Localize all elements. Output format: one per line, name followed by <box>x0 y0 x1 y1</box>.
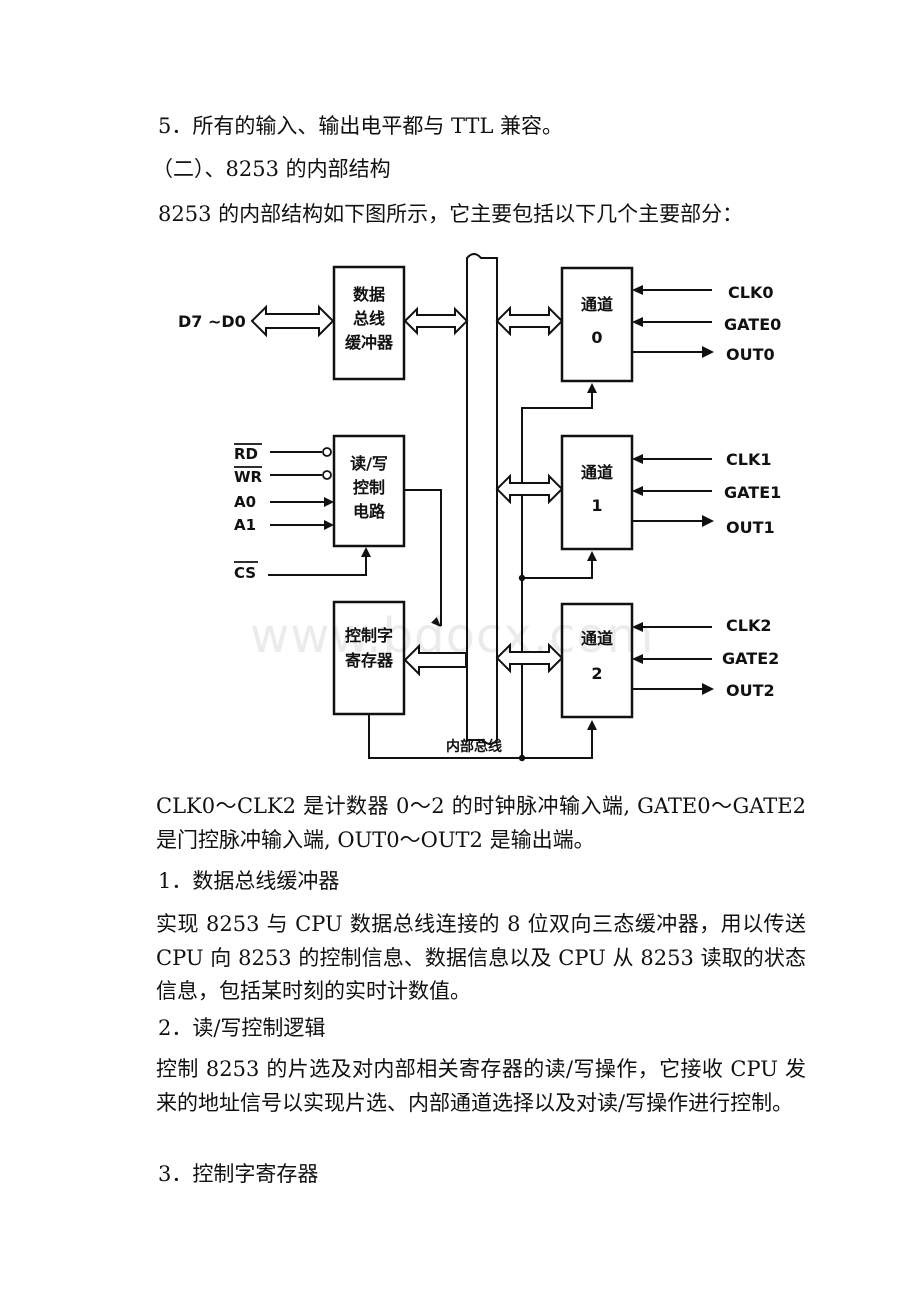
intro-text: 8253 的内部结构如下图所示，它主要包括以下几个主要部分： <box>158 202 744 226</box>
clk-description: CLK0～CLK2 是计数器 0～2 的时钟脉冲输入端, GATE0～GATE2… <box>156 794 806 852</box>
d-bus-double-arrow <box>250 304 335 338</box>
a0-label: A0 <box>234 493 256 511</box>
rd-label: RD <box>234 445 258 463</box>
data-bus-buffer-box <box>332 265 406 381</box>
buffer-bus-double-arrow <box>403 306 469 336</box>
channel-1-name: 通道 <box>581 463 613 482</box>
internal-bus <box>466 253 498 745</box>
data-bus-label: D7 ~D0 <box>178 312 246 331</box>
bus-label: 内部总线 <box>446 738 502 755</box>
channel-2-box <box>560 602 634 719</box>
rw-label-2: 控制 <box>353 478 385 497</box>
gate1-label: GATE1 <box>724 483 781 502</box>
wr-label: WR <box>234 468 263 486</box>
channel-0-num: 0 <box>591 328 602 347</box>
out1-label: OUT1 <box>726 518 775 537</box>
channel-0-name: 通道 <box>581 295 613 314</box>
control-word-register-box <box>332 600 406 716</box>
buffer-label-3: 缓冲器 <box>344 333 394 352</box>
paragraph-buffer: 实现 8253 与 CPU 数据总线连接的 8 位双向三态缓冲器，用以传送 CP… <box>156 912 806 1003</box>
clk0-label: CLK0 <box>728 283 773 302</box>
rw-label-1: 读/写 <box>350 454 388 473</box>
out0-label: OUT0 <box>726 345 775 364</box>
channel-1-num: 1 <box>591 496 602 515</box>
cs-label: CS <box>234 564 256 582</box>
section-heading: （二）、8253 的内部结构 <box>152 157 391 181</box>
buffer-label-1: 数据 <box>353 285 385 304</box>
bus-ch0-arrow <box>495 305 564 337</box>
ctrl-label-1: 控制字 <box>345 626 393 645</box>
paragraph-rw-logic: 控制 8253 的片选及对内部相关寄存器的读/写操作，它接收 CPU 发来的地址… <box>156 1057 806 1115</box>
internal-structure-diagram: 内部总线 数据 总线 缓冲器 D7 ~D0 读/写 控制 电路 RD WR A0… <box>178 253 781 762</box>
heading-rw-logic: 2．读/写控制逻辑 <box>158 1016 326 1040</box>
rw-label-3: 电路 <box>353 502 386 521</box>
heading-buffer: 1．数据总线缓冲器 <box>158 869 340 893</box>
clk2-label: CLK2 <box>726 616 771 635</box>
channel-2-num: 2 <box>591 664 602 683</box>
channel-2-name: 通道 <box>581 629 613 648</box>
ctrl-bus-arrow <box>403 643 467 677</box>
gate0-label: GATE0 <box>724 315 781 334</box>
rw-control-box <box>332 434 406 548</box>
watermark: www.bdocx.com <box>250 608 655 664</box>
bus-ch1-arrow <box>495 473 564 505</box>
channel-0-box <box>560 266 634 383</box>
channel-1-box <box>560 434 634 551</box>
item-5: 5．所有的输入、输出电平都与 TTL 兼容。 <box>158 114 564 138</box>
gate2-label: GATE2 <box>722 649 779 668</box>
heading-control-register: 3．控制字寄存器 <box>158 1162 319 1186</box>
clk1-label: CLK1 <box>726 450 771 469</box>
out2-label: OUT2 <box>726 681 775 700</box>
ctrl-label-2: 寄存器 <box>345 651 394 670</box>
buffer-label-2: 总线 <box>353 309 385 328</box>
a1-label: A1 <box>234 516 256 534</box>
